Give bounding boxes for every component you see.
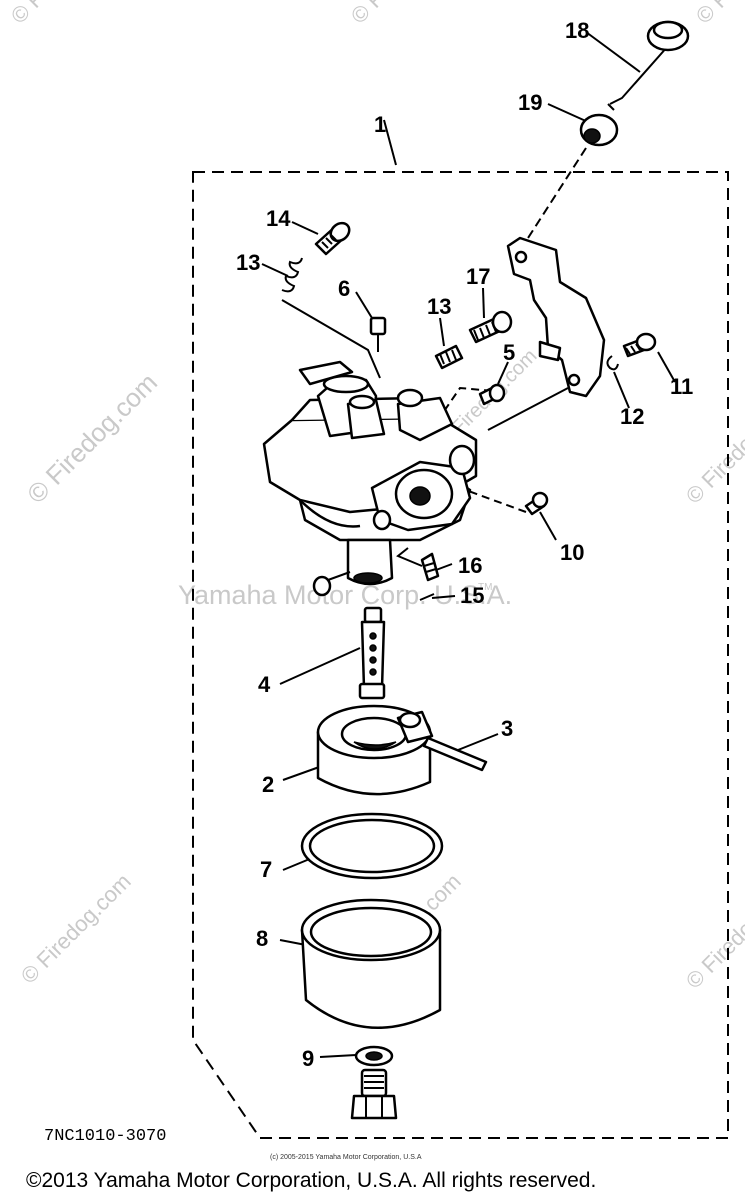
callout-5: 5 — [503, 340, 515, 365]
drain-bolt — [350, 1068, 398, 1120]
small-copyright: (c) 2005-2015 Yamaha Motor Corporation, … — [270, 1154, 422, 1161]
callout-10: 10 — [560, 540, 584, 565]
assembly-outline-dashed — [192, 171, 729, 1139]
clip-part-12 — [606, 355, 619, 371]
washer-part-9 — [354, 1045, 394, 1067]
callout-labels: 1 18 19 14 13 6 13 17 5 11 12 10 16 15 4… — [236, 18, 693, 1071]
watermark-firedog: © Firedog.com — [691, 0, 745, 29]
callout-9: 9 — [302, 1046, 314, 1071]
callout-18: 18 — [565, 18, 589, 43]
choke-bracket — [506, 236, 606, 398]
callout-16: 16 — [458, 553, 482, 578]
callout-17: 17 — [466, 264, 490, 289]
watermark-firedog: © Firedog.com — [681, 874, 745, 994]
carburetor-body — [262, 360, 478, 586]
callout-1: 1 — [374, 112, 386, 137]
callout-8: 8 — [256, 926, 268, 951]
watermark-trademark: TM — [478, 582, 492, 593]
screw-small-left — [312, 571, 351, 597]
callout-2: 2 — [262, 772, 274, 797]
callout-14: 14 — [266, 206, 291, 231]
screw-part-10 — [524, 491, 549, 516]
watermark-firedog: © Firedog.com — [681, 389, 745, 509]
callout-19: 19 — [518, 90, 542, 115]
float-pin-part-3 — [422, 736, 488, 772]
screw-part-6 — [369, 316, 387, 352]
screw-part-5 — [478, 383, 506, 406]
screw-part-11 — [622, 332, 657, 358]
diagram-code: 7NC1010-3070 — [44, 1127, 166, 1146]
callout-13-right: 13 — [427, 294, 451, 319]
watermark-yamaha-center: Yamaha Motor Corp. U.S.A. — [178, 580, 512, 610]
watermark-firedog: © Firedog.com — [346, 0, 466, 29]
nozzle-part-4 — [358, 606, 386, 700]
callout-7: 7 — [260, 857, 272, 882]
gasket-part-7 — [300, 812, 444, 880]
screw-part-17 — [468, 310, 513, 344]
callout-6: 6 — [338, 276, 350, 301]
callout-15: 15 — [460, 583, 484, 608]
jet-part-16 — [420, 552, 440, 582]
callout-3: 3 — [501, 716, 513, 741]
watermark-firedog: © Firedog.com — [16, 869, 136, 989]
choke-rod-part-18 — [607, 20, 690, 111]
float-part-2 — [316, 704, 434, 796]
float-bowl-part-8 — [300, 898, 442, 1030]
spring-part-13-right — [434, 344, 464, 370]
spring-part-13-upper — [281, 257, 303, 293]
screw-part-14 — [314, 221, 351, 256]
leader-lines — [261, 31, 676, 1058]
watermark-firedog: © Firedog.com — [21, 367, 163, 509]
callout-11: 11 — [670, 374, 693, 399]
watermark-firedog: © Firedog.com — [6, 0, 126, 29]
grommet-part-19 — [579, 113, 619, 147]
callout-4: 4 — [258, 672, 271, 697]
footer-copyright: ©2013 Yamaha Motor Corporation, U.S.A. A… — [26, 1169, 596, 1192]
screw-part-15 — [419, 593, 435, 601]
callout-13-upper: 13 — [236, 250, 260, 275]
callout-12: 12 — [620, 404, 644, 429]
